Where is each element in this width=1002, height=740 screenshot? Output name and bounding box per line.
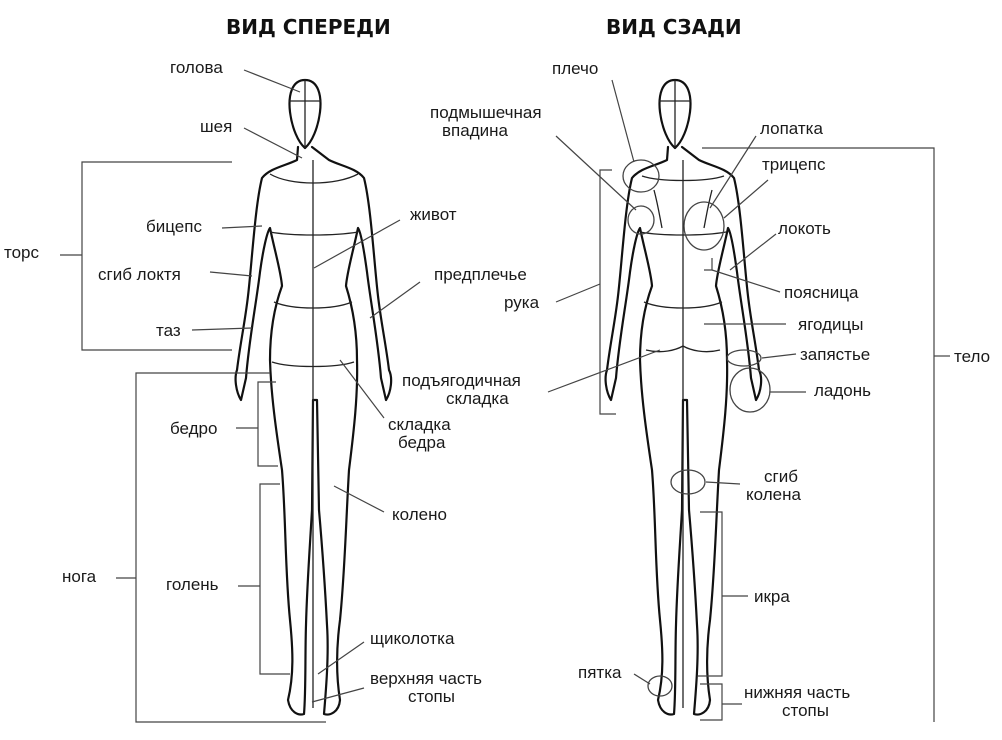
label-knee-bend-1: сгиб bbox=[764, 467, 798, 486]
label-foot-top-1: верхняя часть bbox=[370, 669, 482, 688]
label-knee: колено bbox=[392, 505, 447, 524]
label-calf: икра bbox=[754, 587, 790, 606]
label-shoulder: плечо bbox=[552, 59, 598, 78]
front-view-title: ВИД СПЕРЕДИ bbox=[226, 15, 391, 39]
label-heel: пятка bbox=[578, 663, 622, 682]
label-armpit-2: впадина bbox=[442, 121, 508, 140]
thigh-fold-leader bbox=[340, 360, 384, 418]
knee-bend-leader bbox=[706, 482, 740, 484]
label-buttocks: ягодицы bbox=[798, 315, 864, 334]
label-head: голова bbox=[170, 58, 223, 77]
back-view-title: ВИД СЗАДИ bbox=[606, 15, 742, 39]
label-palm: ладонь bbox=[814, 381, 871, 400]
label-thigh-fold-2: бедра bbox=[398, 433, 446, 452]
wrist-circle bbox=[727, 350, 761, 366]
label-sole-2: стопы bbox=[782, 701, 829, 720]
triceps-leader bbox=[724, 180, 768, 218]
label-shin: голень bbox=[166, 575, 219, 594]
front-bust-line bbox=[270, 232, 358, 235]
gluteal-fold-leader bbox=[548, 350, 660, 392]
label-elbow: локоть bbox=[778, 219, 831, 238]
armpit-leader bbox=[556, 136, 636, 210]
label-sole-1: нижняя часть bbox=[744, 683, 850, 702]
label-body: тело bbox=[954, 347, 990, 366]
back-figure bbox=[606, 80, 762, 714]
elbow-bend-leader bbox=[210, 272, 252, 276]
label-elbow-bend: сгиб локтя bbox=[98, 265, 181, 284]
label-torso: торс bbox=[4, 243, 40, 262]
label-forearm: предплечье bbox=[434, 265, 527, 284]
arm-leader bbox=[556, 284, 600, 302]
label-biceps: бицепс bbox=[146, 217, 202, 236]
label-ankle: щиколотка bbox=[370, 629, 455, 648]
label-leg: нога bbox=[62, 567, 97, 586]
front-neckline bbox=[270, 174, 358, 183]
label-gluteal-fold-2: складка bbox=[446, 389, 509, 408]
label-thigh-fold-1: складка bbox=[388, 415, 451, 434]
ankle-leader bbox=[318, 642, 364, 674]
arm-bracket bbox=[600, 170, 616, 414]
lower-back-bracket bbox=[704, 258, 712, 270]
label-arm: рука bbox=[504, 293, 540, 312]
calf-bracket bbox=[698, 512, 722, 676]
label-neck: шея bbox=[200, 117, 232, 136]
label-knee-bend-2: колена bbox=[746, 485, 801, 504]
label-foot-top-2: стопы bbox=[408, 687, 455, 706]
label-wrist: запястье bbox=[800, 345, 870, 364]
biceps-leader bbox=[222, 226, 262, 228]
shoulder-circle bbox=[623, 160, 659, 192]
shoulder-blade-leader bbox=[710, 136, 756, 208]
sole-bracket bbox=[700, 684, 722, 720]
label-triceps: трицепс bbox=[762, 155, 826, 174]
label-gluteal-fold-1: подъягодичная bbox=[402, 371, 521, 390]
neck-leader bbox=[244, 128, 302, 158]
heel-leader bbox=[634, 674, 650, 684]
label-lower-back: поясница bbox=[784, 283, 859, 302]
leg-bracket bbox=[136, 373, 326, 722]
label-pelvis: таз bbox=[156, 321, 181, 340]
head-leader bbox=[244, 70, 300, 92]
label-armpit-1: подмышечная bbox=[430, 103, 542, 122]
label-thigh: бедро bbox=[170, 419, 217, 438]
back-leaders bbox=[548, 80, 950, 722]
elbow-leader bbox=[730, 234, 776, 270]
wrist-leader bbox=[762, 354, 796, 358]
belly-leader bbox=[314, 220, 400, 268]
knee-leader bbox=[334, 486, 384, 512]
label-shoulder-blade: лопатка bbox=[760, 119, 823, 138]
back-blade-left bbox=[654, 190, 662, 228]
label-belly: живот bbox=[410, 205, 457, 224]
back-blade-right bbox=[704, 190, 712, 228]
shoulder-leader bbox=[612, 80, 634, 162]
